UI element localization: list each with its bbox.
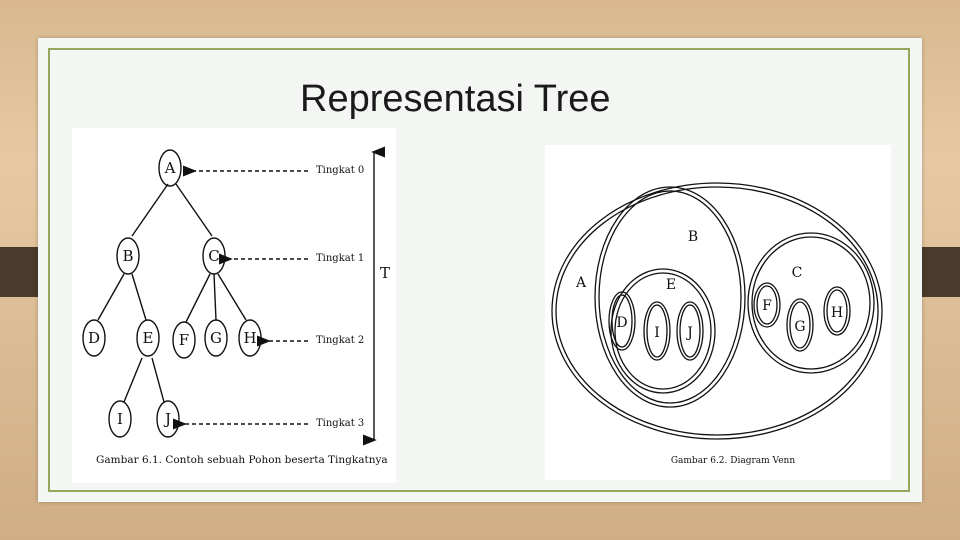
venn-set-f xyxy=(753,282,781,328)
venn-label-e: E xyxy=(666,277,676,293)
venn-label-i: I xyxy=(654,325,660,341)
node-e xyxy=(136,319,160,357)
node-b xyxy=(116,237,140,275)
level-label-1: Tingkat 1 xyxy=(316,253,364,264)
tree-caption: Gambar 6.1. Contoh sebuah Pohon beserta … xyxy=(96,454,388,466)
tree-node-label-f: F xyxy=(179,331,189,349)
tree-figure: A B C D E F G H I J Tingkat 0 Tingkat 1 … xyxy=(72,128,396,483)
venn-set-c xyxy=(747,232,875,374)
tree-node-label-a: A xyxy=(164,159,176,177)
tree-node-label-g: G xyxy=(210,329,222,347)
venn-set-h xyxy=(823,286,851,336)
level-label-0: Tingkat 0 xyxy=(316,165,364,176)
venn-set-b xyxy=(594,186,746,408)
venn-figure: A B C E D I J F G H Gambar 6.2. Diagram … xyxy=(545,145,891,480)
height-label: T xyxy=(380,264,390,282)
node-a xyxy=(158,149,182,187)
slide-title: Representasi Tree xyxy=(300,78,611,120)
level-label-3: Tingkat 3 xyxy=(316,418,364,429)
venn-label-a: A xyxy=(575,275,587,291)
slide-frame xyxy=(48,48,910,492)
tree-node-label-h: H xyxy=(243,329,256,347)
venn-set-a xyxy=(551,182,883,440)
venn-label-b: B xyxy=(688,229,698,245)
venn-diagram: A B C E D I J F G H Gambar 6.2. Diagram … xyxy=(551,182,883,466)
node-i xyxy=(108,400,132,438)
tree-node-label-e: E xyxy=(143,329,154,347)
venn-label-c: C xyxy=(792,265,803,281)
venn-label-f: F xyxy=(762,298,772,314)
tree-node-label-i: I xyxy=(117,410,123,428)
venn-caption: Gambar 6.2. Diagram Venn xyxy=(671,456,795,466)
tree-node-label-j: J xyxy=(163,410,171,428)
venn-set-d xyxy=(608,291,636,351)
venn-set-j xyxy=(676,301,704,361)
node-d xyxy=(82,319,106,357)
venn-set-e xyxy=(610,268,716,394)
tree-diagram: A B C D E F G H I J Tingkat 0 Tingkat 1 … xyxy=(82,146,390,466)
tree-node-label-c: C xyxy=(208,247,219,265)
venn-label-j: J xyxy=(685,325,693,341)
node-f xyxy=(172,321,196,359)
node-g xyxy=(204,319,228,357)
venn-label-h: H xyxy=(831,305,843,321)
tree-node-label-d: D xyxy=(88,329,100,347)
venn-set-i xyxy=(643,301,671,361)
venn-set-g xyxy=(786,298,814,352)
venn-label-d: D xyxy=(616,315,627,331)
venn-label-g: G xyxy=(794,319,805,335)
level-label-2: Tingkat 2 xyxy=(316,335,364,346)
tree-node-label-b: B xyxy=(122,247,133,265)
